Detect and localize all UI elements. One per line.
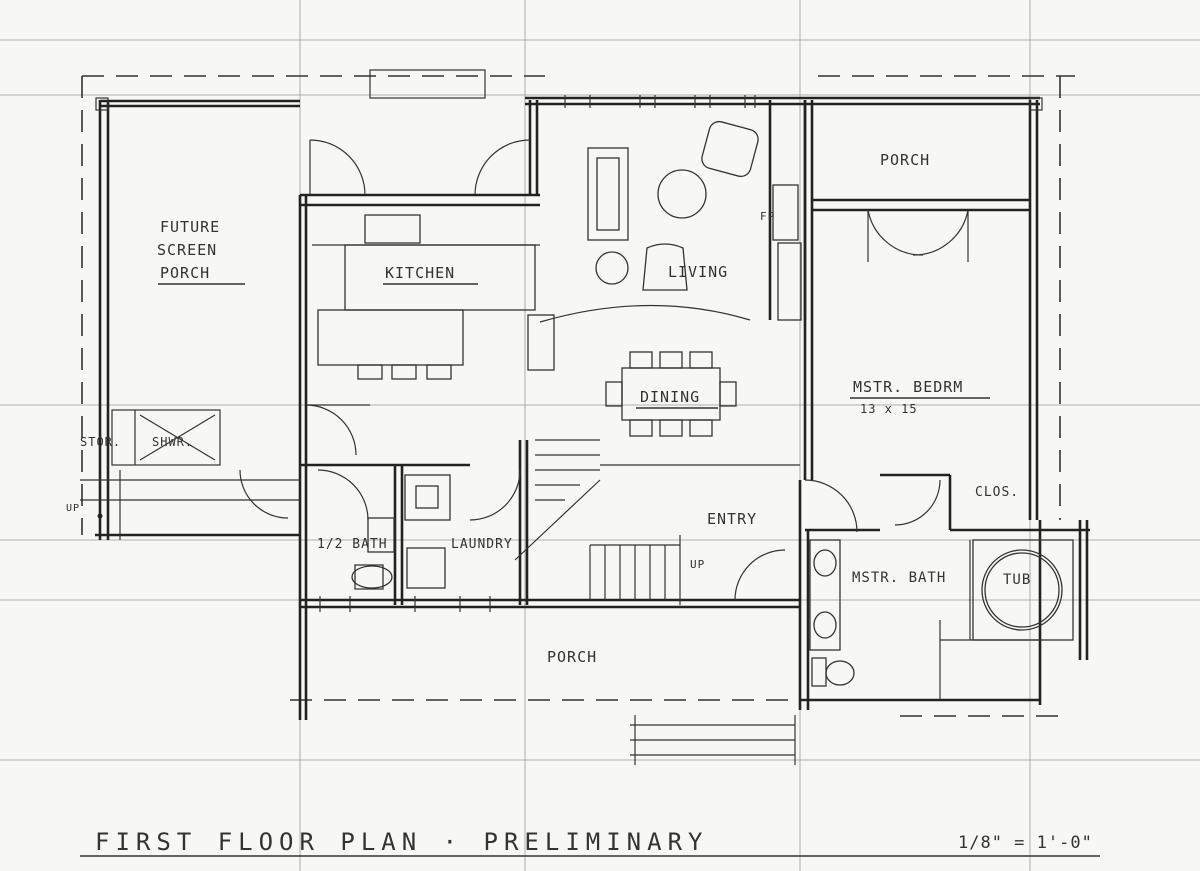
kitchen-fixtures — [312, 214, 555, 380]
title-block: FIRST FLOOR PLAN · PRELIMINARY 1/8" = 1'… — [80, 828, 1100, 857]
label-up-left: UP — [66, 503, 80, 514]
shower-box — [80, 409, 300, 540]
dashed-outline — [81, 75, 1075, 717]
label-master-bedroom: MSTR. BEDRM — [853, 378, 963, 396]
living-furniture — [587, 120, 802, 321]
label-screen: SCREEN — [157, 241, 217, 259]
windows — [95, 69, 1043, 612]
label-shower: SHWR. — [152, 435, 193, 449]
label-porch-top: PORCH — [880, 151, 930, 169]
dining-furniture — [605, 351, 737, 437]
label-porch-bottom: PORCH — [547, 648, 597, 666]
front-steps — [630, 715, 796, 765]
label-storage: STOR. — [80, 435, 121, 449]
label-living: LIVING — [668, 263, 728, 281]
label-porch-left: PORCH — [160, 264, 210, 282]
label-closet: CLOS. — [975, 485, 1019, 500]
walls — [95, 96, 1090, 720]
label-dining: DINING — [640, 388, 700, 406]
label-kitchen: KITCHEN — [385, 264, 455, 282]
room-labels: FUTURE SCREEN PORCH KITCHEN LIVING DININ… — [66, 151, 1031, 666]
label-tub: TUB — [1003, 572, 1031, 588]
master-bath-fixtures — [809, 539, 1074, 687]
label-up-stair: UP — [690, 558, 705, 571]
doors — [239, 139, 969, 601]
stair — [514, 439, 681, 605]
plan-scale: 1/8" = 1'-0" — [958, 833, 1093, 853]
label-future: FUTURE — [160, 218, 220, 236]
label-bedroom-size: 13 x 15 — [860, 402, 918, 416]
bath-fixtures — [351, 474, 451, 590]
label-master-bath: MSTR. BATH — [852, 570, 946, 586]
plan-title: FIRST FLOOR PLAN · PRELIMINARY — [95, 828, 708, 856]
label-fireplace: FP — [760, 210, 775, 223]
label-half-bath: 1/2 BATH — [317, 537, 388, 552]
label-laundry: LAUNDRY — [451, 537, 513, 552]
label-entry: ENTRY — [707, 510, 757, 528]
